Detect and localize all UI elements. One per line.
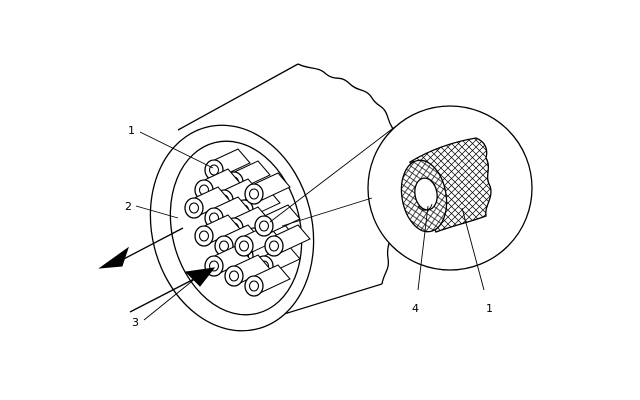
inlet-arrow xyxy=(129,267,216,313)
outlet-arrow xyxy=(98,227,184,269)
leader-shell xyxy=(135,205,179,219)
leader-flow xyxy=(143,277,197,321)
tube-bundle xyxy=(184,148,311,297)
tube xyxy=(264,224,311,257)
label-flow: 3 xyxy=(132,316,139,329)
tube xyxy=(244,172,291,205)
leader-detail-tube xyxy=(461,207,485,291)
tube xyxy=(244,264,291,297)
label-tube: 1 xyxy=(128,124,135,137)
leader-tube xyxy=(139,131,214,169)
detail-view xyxy=(269,105,533,291)
label-shell: 2 xyxy=(125,200,132,213)
leader-detail-inner xyxy=(417,205,429,291)
label-detail-tube: 1 xyxy=(486,302,493,315)
label-detail-inner: 4 xyxy=(412,302,419,315)
tube xyxy=(254,204,301,237)
tube xyxy=(184,186,231,219)
